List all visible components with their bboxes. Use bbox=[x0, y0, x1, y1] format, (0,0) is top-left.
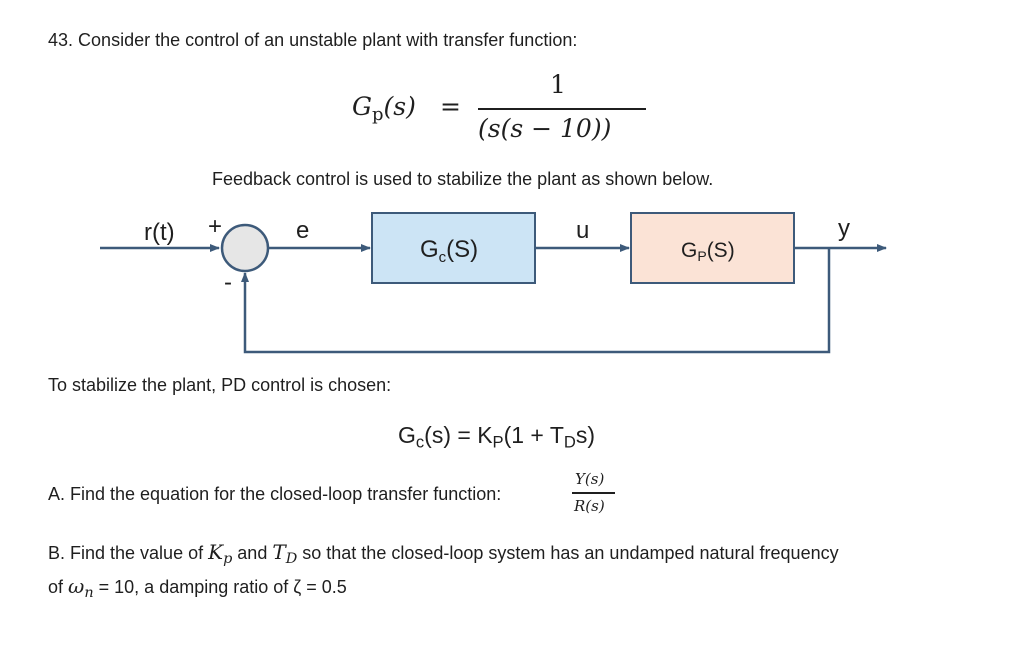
pd-description: To stabilize the plant, PD control is ch… bbox=[48, 375, 392, 395]
plant-equation-numerator: 1 bbox=[550, 70, 566, 99]
plus-sign: + bbox=[208, 213, 222, 240]
feedback-path bbox=[241, 248, 831, 354]
controller-label: Gc(S) bbox=[420, 236, 478, 266]
part-a-numerator: Y(s) bbox=[575, 470, 605, 488]
input-label: r(t) bbox=[144, 219, 175, 246]
feedback-description: Feedback control is used to stabilize th… bbox=[212, 169, 714, 189]
control-label: u bbox=[576, 217, 589, 244]
output-label: y bbox=[838, 215, 850, 242]
problem-intro: Consider the control of an unstable plan… bbox=[78, 30, 578, 50]
controller-block bbox=[371, 212, 536, 284]
plant-equation-denominator: (s(s − 10)) bbox=[478, 114, 612, 143]
plant-equation-lhs: Gp(s) bbox=[352, 92, 416, 126]
problem-number: 43. bbox=[48, 30, 74, 50]
part-a-denominator: R(s) bbox=[574, 497, 605, 515]
part-b-question-line2: of ωn = 10, a damping ratio of ζ = 0.5 bbox=[48, 574, 347, 602]
omega-n-symbol: ωn bbox=[68, 574, 94, 602]
part-b-question-line1: B. Find the value of Kp and TD so that t… bbox=[48, 540, 839, 568]
plant-equation-fraction-bar bbox=[478, 108, 646, 110]
problem-statement: 43. Consider the control of an unstable … bbox=[48, 30, 577, 51]
part-a-question: A. Find the equation for the closed-loop… bbox=[48, 484, 502, 504]
part-a-fraction-bar bbox=[572, 492, 615, 494]
plant-label: GP(S) bbox=[681, 239, 735, 264]
pd-equation: Gc(s) = KP(1 + TDs) bbox=[398, 422, 596, 452]
td-symbol: TD bbox=[272, 540, 298, 568]
kp-symbol: Kp bbox=[208, 540, 233, 568]
summing-junction bbox=[220, 223, 270, 273]
error-label: e bbox=[296, 217, 309, 244]
minus-sign: - bbox=[224, 269, 232, 296]
plant-equation-equals: = bbox=[440, 92, 461, 121]
